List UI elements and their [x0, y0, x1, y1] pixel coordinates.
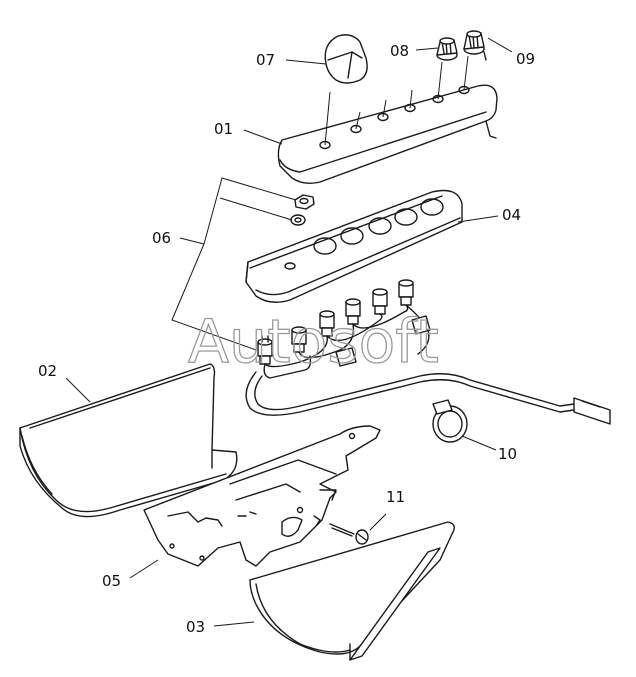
- callout-07: 07: [256, 51, 275, 69]
- housing-button-wells: [284, 198, 444, 270]
- part-06-nut-washer: [290, 194, 315, 226]
- part-05-bracket: [143, 425, 381, 567]
- part-04-switch-housing: [245, 189, 463, 303]
- callout-02: 02: [38, 362, 57, 380]
- callout-10: 10: [498, 445, 517, 463]
- part-11-screw: [329, 523, 369, 545]
- callout-09: 09: [516, 50, 535, 68]
- toggle-switch: [372, 288, 388, 315]
- switches-and-harness: [245, 279, 611, 425]
- part-08-small-knob: [436, 37, 458, 61]
- callout-05: 05: [102, 572, 121, 590]
- harness-connector: [573, 397, 611, 425]
- callout-labels: 07 01 08 09 04 06 02 10 11 05 03: [38, 42, 535, 636]
- toggle-switch: [319, 310, 335, 337]
- toggle-switch: [398, 279, 414, 306]
- callout-08: 08: [390, 42, 409, 60]
- callout-11: 11: [386, 488, 405, 506]
- callout-01: 01: [214, 120, 233, 138]
- part-03-right-cover: [249, 521, 455, 661]
- leader-lines: [65, 37, 513, 627]
- watermark-text: Autosoft: [188, 307, 439, 377]
- part-01-cover-panel: [277, 55, 498, 185]
- callout-03: 03: [186, 618, 205, 636]
- callout-04: 04: [502, 206, 521, 224]
- callout-06: 06: [152, 229, 171, 247]
- toggle-switch: [345, 298, 361, 325]
- part-07-knob: [324, 34, 368, 84]
- part-02-left-cover: [19, 363, 238, 518]
- part-10-clamp: [432, 399, 468, 443]
- part-09-small-knob: [463, 30, 487, 61]
- toggle-switch: [257, 335, 273, 365]
